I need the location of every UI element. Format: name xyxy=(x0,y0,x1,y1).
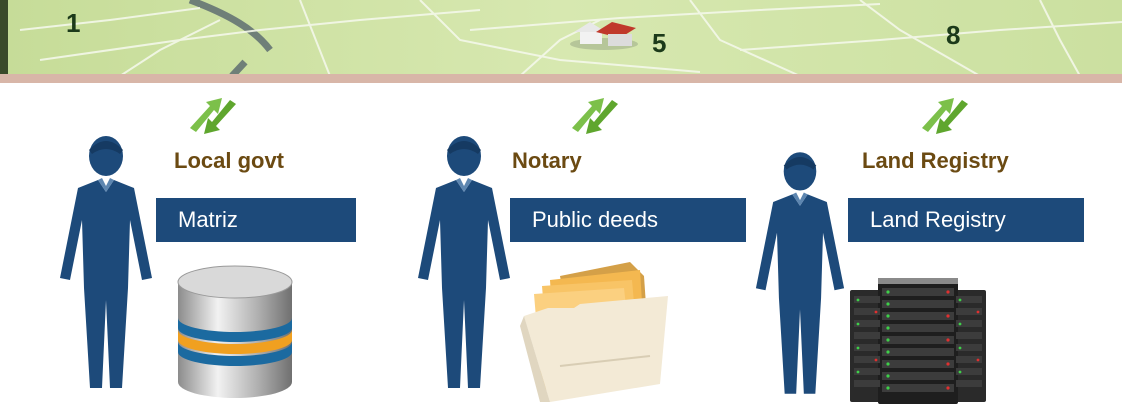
entity-label: Land Registry xyxy=(870,207,1006,232)
entity-title: Notary xyxy=(512,148,582,173)
exchange-arrows-icon xyxy=(572,98,618,134)
person-icon xyxy=(755,152,845,394)
exchange-arrows-icon xyxy=(922,98,968,134)
exchange-arrows-icon xyxy=(190,98,236,134)
entity-title: Local govt xyxy=(174,148,285,173)
entity-label-bar: Public deeds xyxy=(510,198,746,242)
parcel-number-5: 5 xyxy=(652,28,667,58)
entity-label: Matriz xyxy=(178,207,238,232)
parcel-number-8: 8 xyxy=(946,20,961,50)
database-icon xyxy=(177,265,293,398)
entity-title: Land Registry xyxy=(862,148,1009,173)
folder-icon xyxy=(520,262,668,402)
map-background xyxy=(0,0,1122,83)
server-icon xyxy=(850,278,986,404)
entity-label-bar: Matriz xyxy=(156,198,356,242)
entity-label: Public deeds xyxy=(532,207,658,232)
parcel-number-1: 1 xyxy=(66,8,81,38)
entity-label-bar: Land Registry xyxy=(848,198,1084,242)
person-icon xyxy=(60,136,152,388)
person-icon xyxy=(418,136,510,388)
house-icon xyxy=(570,22,638,50)
